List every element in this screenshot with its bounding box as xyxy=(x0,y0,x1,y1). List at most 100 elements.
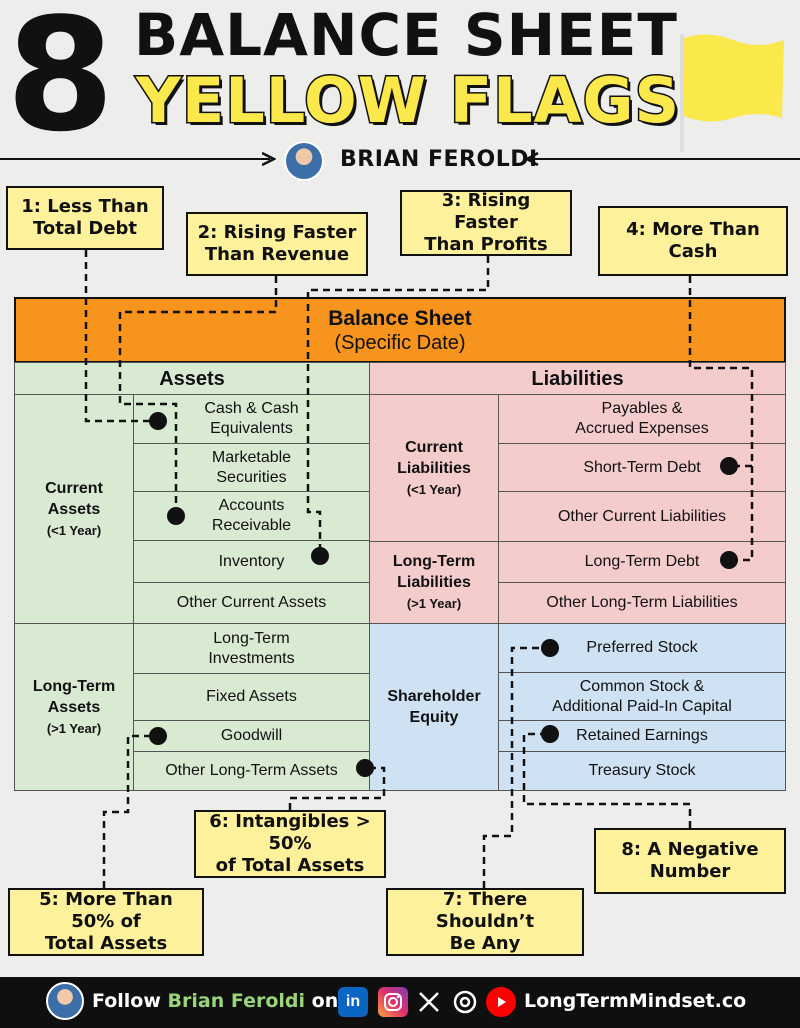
liab-long-term-debt: Long-Term Debt xyxy=(498,541,786,583)
equity-common-stock: Common Stock & Additional Paid-In Capital xyxy=(498,672,786,721)
liab-payables-line-2: Accrued Expenses xyxy=(575,420,709,437)
lt-liab-term: (>1 Year) xyxy=(406,596,462,611)
liab-other-lt: Other Long-Term Liabilities xyxy=(498,582,786,624)
equity-treasury-stock: Treasury Stock xyxy=(498,751,786,791)
author-name: BRIAN FEROLDI xyxy=(340,147,538,172)
yellow-flag-icon xyxy=(680,34,784,152)
sheet-subtitle-text: (Specific Date) xyxy=(334,332,466,354)
asset-other-current: Other Current Assets xyxy=(133,582,370,624)
flag-2-marker xyxy=(167,507,185,525)
footer-avatar xyxy=(46,982,84,1020)
flag-7-marker xyxy=(541,639,559,657)
author-avatar xyxy=(284,141,324,181)
asset-lti-line-2: Investments xyxy=(208,649,295,667)
asset-inventory: Inventory xyxy=(133,540,370,583)
asset-cash-line-2: Equivalents xyxy=(210,420,293,437)
title-line-2: YELLOW FLAGS xyxy=(134,64,681,137)
asset-ar-line-2: Receivable xyxy=(211,517,292,534)
longterm-liabilities-label: Long-Term Liabilities (>1 Year) xyxy=(369,541,499,624)
linkedin-icon[interactable]: in xyxy=(338,987,368,1017)
flag-7-line-2: Be Any xyxy=(449,933,521,954)
asset-ar-line-1: Accounts xyxy=(218,497,285,514)
flag-4-marker-lt xyxy=(720,551,738,569)
author-divider-right xyxy=(530,158,800,160)
asset-goodwill: Goodwill xyxy=(133,720,370,752)
current-liab-line-1: Current xyxy=(405,438,463,456)
asset-mkt-line-1: Marketable xyxy=(211,448,292,466)
sheet-title-text: Balance Sheet xyxy=(328,307,472,330)
flag-5-marker xyxy=(149,727,167,745)
footer-follow-text: Follow Brian Feroldi on xyxy=(92,990,338,1012)
footer-follow-word: Follow xyxy=(92,990,161,1012)
instagram-icon[interactable] xyxy=(378,987,408,1017)
current-assets-term: (<1 Year) xyxy=(46,522,102,538)
current-liabilities-label: Current Liabilities (<1 Year) xyxy=(369,394,499,542)
liab-other-current: Other Current Liabilities xyxy=(498,491,786,542)
flag-4-marker-st xyxy=(720,457,738,475)
asset-lti-line-1: Long-Term xyxy=(213,629,290,647)
footer-author-name[interactable]: Brian Feroldi xyxy=(167,990,306,1012)
arrow-right-icon xyxy=(262,152,276,166)
assets-header: Assets xyxy=(14,362,370,395)
lt-liab-line-2: Liabilities xyxy=(397,574,471,591)
arrow-left-icon xyxy=(525,152,539,166)
author-divider-left xyxy=(0,158,270,160)
liab-short-term-debt: Short-Term Debt xyxy=(498,443,786,492)
equity-line-2: Equity xyxy=(409,709,459,726)
current-assets-label: Current Assets (<1 Year) xyxy=(14,394,134,624)
current-assets-line-2: Assets xyxy=(47,500,101,518)
youtube-icon[interactable] xyxy=(486,987,516,1017)
title-number: 8 xyxy=(6,0,115,166)
longterm-assets-line-1: Long-Term xyxy=(32,677,116,695)
flag-7-line-1: 7: There Shouldn’t xyxy=(435,889,535,932)
liabilities-header: Liabilities xyxy=(369,362,786,395)
asset-other-lt: Other Long-Term Assets xyxy=(133,751,370,791)
footer-on-word: on xyxy=(311,990,339,1012)
flag-6-line-1: 6: Intangibles > 50% xyxy=(209,811,371,854)
flag-5-line-2: Total Assets xyxy=(44,933,168,954)
flag-8-line-2: Number xyxy=(649,861,731,882)
flag-5-line-1: 5: More Than 50% of xyxy=(39,889,173,932)
flag-1-marker xyxy=(149,412,167,430)
shareholder-equity-label: Shareholder Equity xyxy=(369,623,499,791)
flag-2-line-2: Than Revenue xyxy=(204,244,350,265)
asset-cash-line-1: Cash & Cash xyxy=(204,400,299,417)
asset-mkt-line-2: Securities xyxy=(216,468,287,486)
flag-6-marker xyxy=(356,759,374,777)
equity-common-line-1: Common Stock & xyxy=(579,677,705,695)
flag-6-callout: 6: Intangibles > 50%of Total Assets xyxy=(194,810,386,878)
longterm-assets-term: (>1 Year) xyxy=(46,720,102,736)
flag-1-line-1: 1: Less Than xyxy=(21,196,149,217)
asset-fixed: Fixed Assets xyxy=(133,673,370,721)
liab-payables-line-1: Payables & xyxy=(601,400,683,417)
footer-website-link[interactable]: LongTermMindset.co xyxy=(524,990,747,1012)
x-twitter-icon[interactable] xyxy=(414,987,444,1017)
liab-payables: Payables & Accrued Expenses xyxy=(498,394,786,444)
flag-3-marker xyxy=(311,547,329,565)
current-assets-line-1: Current xyxy=(45,479,103,497)
flag-6-line-2: of Total Assets xyxy=(215,855,365,876)
current-liab-term: (<1 Year) xyxy=(406,481,462,497)
threads-icon[interactable] xyxy=(450,987,480,1017)
flag-1-line-2: Total Debt xyxy=(32,218,138,239)
equity-common-line-2: Additional Paid-In Capital xyxy=(552,697,732,715)
flag-4-line-2: Cash xyxy=(668,241,718,262)
balance-sheet-title: Balance Sheet (Specific Date) xyxy=(14,297,786,363)
title-line-1: BALANCE SHEET xyxy=(134,1,678,69)
longterm-assets-label: Long-Term Assets (>1 Year) xyxy=(14,623,134,791)
flag-8-marker xyxy=(541,725,559,743)
flag-4-line-1: 4: More Than xyxy=(626,219,760,240)
flag-8-line-1: 8: A Negative xyxy=(621,839,759,860)
longterm-assets-line-2: Assets xyxy=(47,698,101,716)
flag-2-line-1: 2: Rising Faster xyxy=(197,222,357,243)
flag-3-line-1: 3: Rising Faster xyxy=(441,190,531,233)
